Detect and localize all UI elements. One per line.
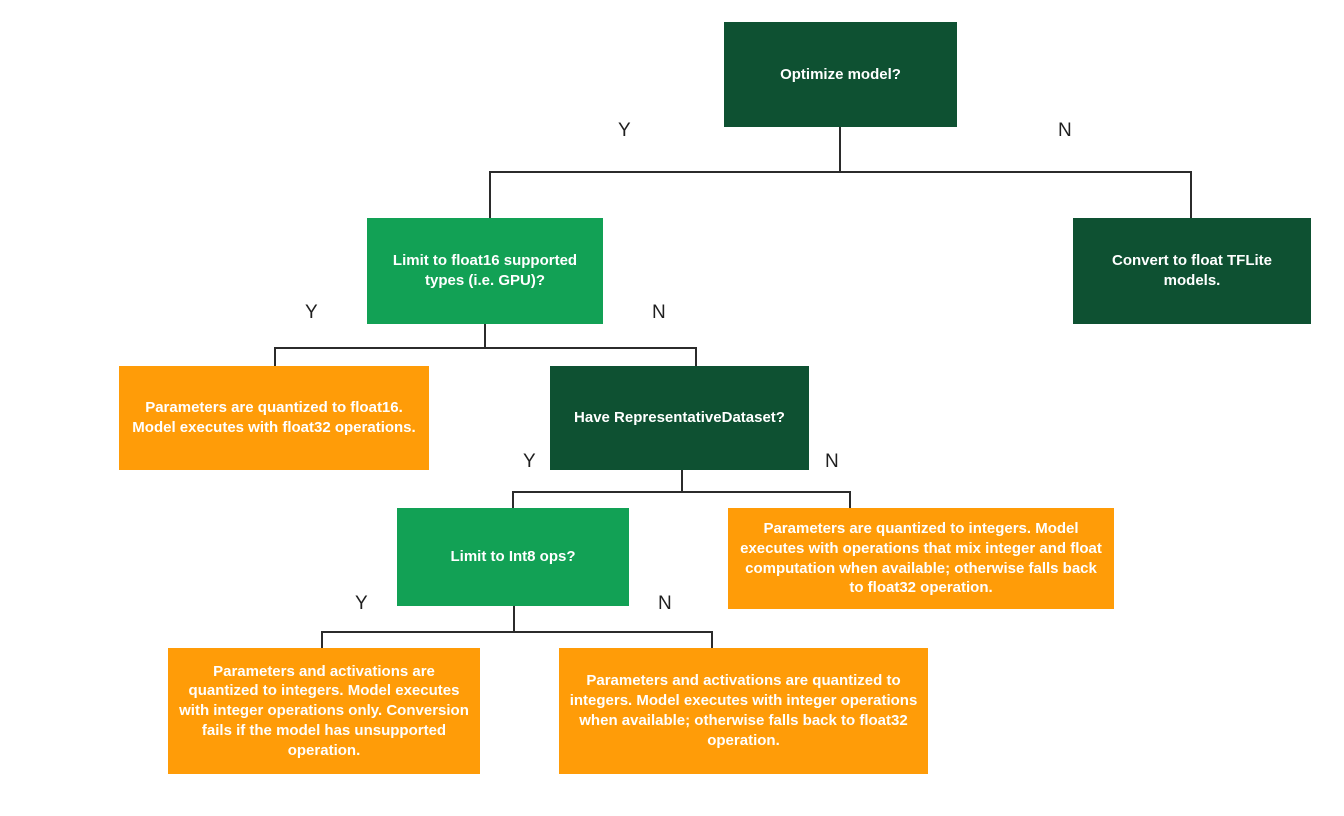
connector-representative-to-result	[849, 491, 851, 509]
node-limit-to-int8-ops-label: Limit to Int8 ops?	[450, 548, 576, 566]
connector-representative-stem	[681, 470, 683, 492]
node-limit-to-float16-label: Limit to float16 supported types (i.e. G…	[392, 252, 578, 289]
node-int8-fallback-result[interactable]: Parameters and activations are quantized…	[559, 648, 928, 774]
node-convert-to-float-tflite-label: Convert to float TFLite models.	[1112, 252, 1272, 289]
connector-root-stem	[839, 127, 841, 172]
node-limit-to-float16[interactable]: Limit to float16 supported types (i.e. G…	[367, 218, 603, 324]
node-optimize-model-label: Optimize model?	[780, 65, 901, 83]
node-limit-to-int8-ops[interactable]: Limit to Int8 ops?	[397, 508, 629, 606]
branch-label-float16-yes: Y	[305, 302, 318, 323]
connector-root-to-float16	[489, 171, 491, 219]
connector-root-to-convert	[1190, 171, 1192, 219]
connector-int8-stem	[513, 606, 515, 632]
node-no-dataset-result[interactable]: Parameters are quantized to integers. Mo…	[728, 508, 1114, 609]
connector-int8-split	[321, 631, 712, 633]
node-optimize-model[interactable]: Optimize model?	[724, 22, 957, 127]
branch-label-optimize-yes: Y	[618, 120, 631, 141]
node-float16-result-label: Parameters are quantized to float16. Mod…	[132, 399, 416, 436]
connector-int8-to-only-result	[321, 631, 323, 649]
branch-label-int8-no: N	[658, 593, 672, 614]
connector-root-split	[489, 171, 1192, 173]
connector-representative-to-int8	[512, 491, 514, 509]
node-int8-only-result[interactable]: Parameters and activations are quantized…	[168, 648, 480, 774]
branch-label-representative-yes: Y	[523, 451, 536, 472]
node-have-representative-dataset-label: Have RepresentativeDataset?	[574, 409, 785, 427]
node-int8-only-result-label: Parameters and activations are quantized…	[179, 662, 469, 759]
node-convert-to-float-tflite[interactable]: Convert to float TFLite models.	[1073, 218, 1311, 324]
branch-label-optimize-no: N	[1058, 120, 1072, 141]
connector-float16-to-result	[274, 347, 276, 367]
branch-label-int8-yes: Y	[355, 593, 368, 614]
node-float16-result[interactable]: Parameters are quantized to float16. Mod…	[119, 366, 429, 470]
connector-float16-stem	[484, 324, 486, 348]
branch-label-representative-no: N	[825, 451, 839, 472]
connector-int8-to-fallback-result	[711, 631, 713, 649]
branch-label-float16-no: N	[652, 302, 666, 323]
connector-float16-to-representative	[695, 347, 697, 367]
node-int8-fallback-result-label: Parameters and activations are quantized…	[569, 672, 918, 749]
node-no-dataset-result-label: Parameters are quantized to integers. Mo…	[740, 519, 1102, 597]
connector-float16-split	[274, 347, 697, 349]
node-have-representative-dataset[interactable]: Have RepresentativeDataset?	[550, 366, 809, 470]
connector-representative-split	[512, 491, 851, 493]
